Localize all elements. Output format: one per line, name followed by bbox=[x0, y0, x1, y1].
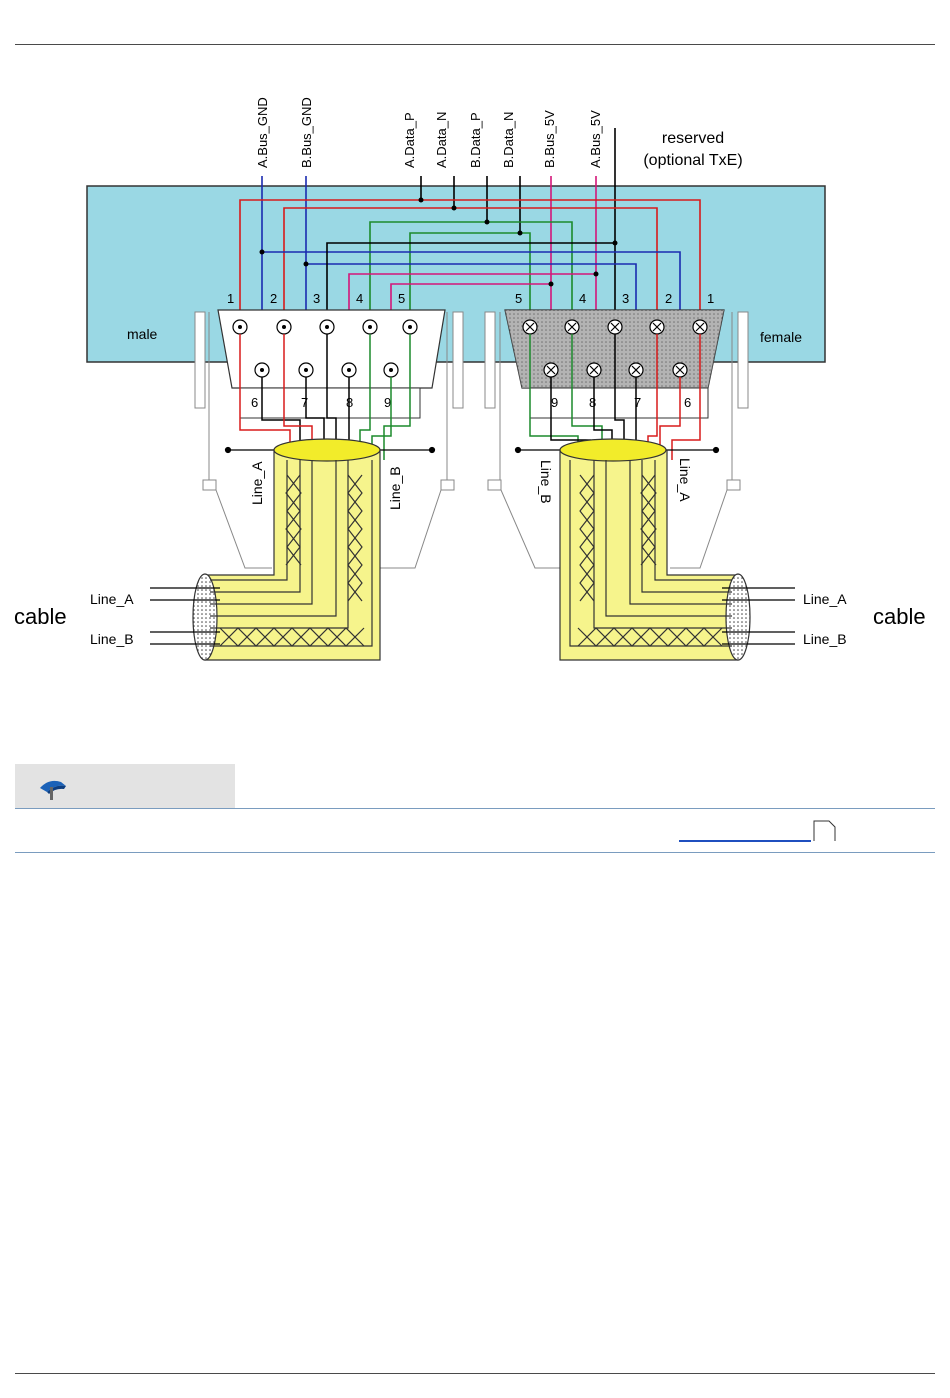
female-pin-3: 3 bbox=[622, 291, 629, 306]
left-cable bbox=[150, 439, 380, 660]
female-line-a: Line_A bbox=[677, 458, 693, 502]
label-b-data-n: B.Data_N bbox=[501, 112, 516, 168]
right-cable-line-a: Line_A bbox=[803, 591, 847, 607]
label-optional-txe: (optional TxE) bbox=[643, 152, 742, 169]
note-header bbox=[15, 764, 235, 808]
female-pin-7: 7 bbox=[634, 395, 641, 410]
male-pin-3: 3 bbox=[313, 291, 320, 306]
label-b-data-p: B.Data_P bbox=[468, 112, 483, 168]
male-line-a: Line_A bbox=[249, 461, 265, 505]
left-cable-line-a: Line_A bbox=[90, 591, 134, 607]
label-b-bus-gnd: B.Bus_GND bbox=[299, 97, 314, 168]
female-pin-1: 1 bbox=[707, 291, 714, 306]
male-pin-7: 7 bbox=[301, 395, 308, 410]
female-pin-2: 2 bbox=[665, 291, 672, 306]
female-pin-6: 6 bbox=[684, 395, 691, 410]
male-pin-2: 2 bbox=[270, 291, 277, 306]
male-pin-1: 1 bbox=[227, 291, 234, 306]
right-cable-line-b: Line_B bbox=[803, 631, 847, 647]
male-pin-5: 5 bbox=[398, 291, 405, 306]
male-line-b: Line_B bbox=[387, 466, 403, 510]
db9-wiring-diagram: A.Bus_GND B.Bus_GND A.Data_P A.Data_N B.… bbox=[0, 0, 950, 700]
male-pin-6: 6 bbox=[251, 395, 258, 410]
label-a-bus-5v: A.Bus_5V bbox=[588, 110, 603, 168]
male-pin-9: 9 bbox=[384, 395, 391, 410]
reference-link[interactable] bbox=[679, 840, 811, 842]
female-pin-4: 4 bbox=[579, 291, 586, 306]
label-reserved: reserved bbox=[662, 130, 724, 147]
bottom-rule bbox=[15, 1373, 935, 1374]
female-pin-9: 9 bbox=[551, 395, 558, 410]
female-line-b: Line_B bbox=[538, 460, 554, 504]
male-label: male bbox=[127, 326, 158, 342]
right-cable-label: cable bbox=[873, 604, 926, 629]
female-pin-8: 8 bbox=[589, 395, 596, 410]
label-a-data-n: A.Data_N bbox=[434, 112, 449, 168]
pin-icon bbox=[37, 772, 71, 802]
left-cable-label: cable bbox=[14, 604, 67, 629]
label-a-bus-gnd: A.Bus_GND bbox=[255, 97, 270, 168]
note-top-rule bbox=[15, 808, 935, 809]
female-label: female bbox=[760, 329, 802, 345]
label-b-bus-5v: B.Bus_5V bbox=[542, 110, 557, 168]
female-pin-5: 5 bbox=[515, 291, 522, 306]
left-cable-line-b: Line_B bbox=[90, 631, 134, 647]
note-bottom-rule bbox=[15, 852, 935, 853]
label-a-data-p: A.Data_P bbox=[402, 112, 417, 168]
page-corner-icon bbox=[813, 820, 837, 842]
male-pin-4: 4 bbox=[356, 291, 363, 306]
